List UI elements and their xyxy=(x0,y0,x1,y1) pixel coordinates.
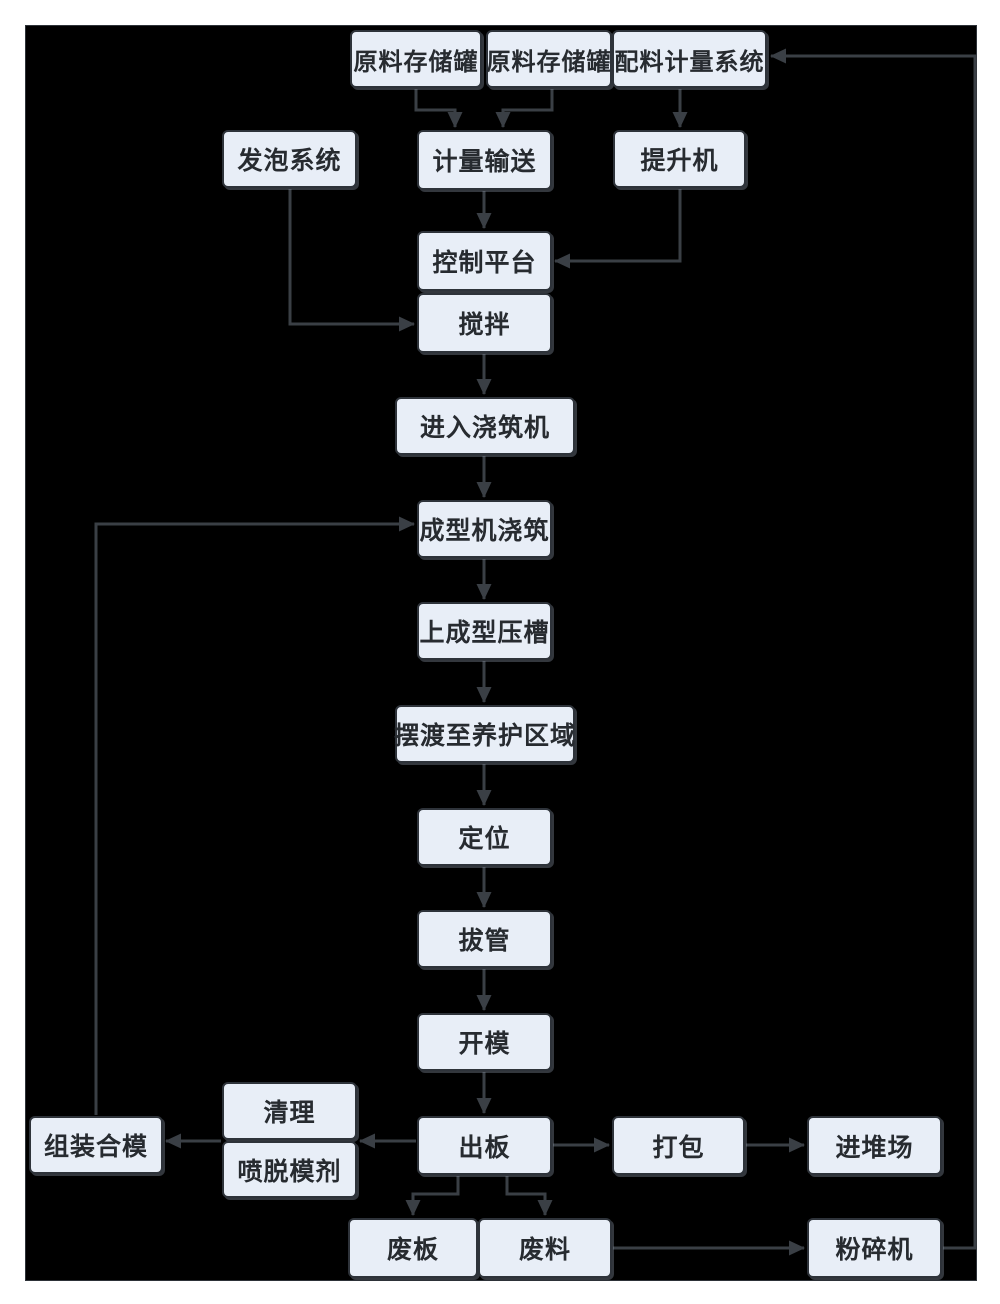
node-enter-casting-machine: 进入浇筑机 xyxy=(395,397,575,455)
node-forming-press-groove: 上成型压槽 xyxy=(417,602,552,660)
node-raw-material-tank-1: 原料存储罐 xyxy=(350,30,482,88)
node-spray-release-agent: 喷脱模剂 xyxy=(222,1141,357,1198)
node-forming-machine-casting: 成型机浇筑 xyxy=(417,500,552,558)
node-assembly-mold-closing: 组装合模 xyxy=(29,1116,163,1174)
node-waste-material: 废料 xyxy=(478,1218,612,1278)
node-control-platform: 控制平台 xyxy=(417,231,552,291)
node-stockyard: 进堆场 xyxy=(807,1116,942,1175)
node-board-out: 出板 xyxy=(417,1116,552,1175)
node-batching-metering-system: 配料计量系统 xyxy=(612,30,767,88)
node-hoist: 提升机 xyxy=(613,130,746,188)
node-mold-opening: 开模 xyxy=(417,1013,552,1071)
node-waste-board: 废板 xyxy=(348,1218,478,1278)
node-packing: 打包 xyxy=(612,1116,745,1175)
node-cleaning: 清理 xyxy=(222,1082,357,1140)
node-pipe-pulling: 拔管 xyxy=(417,910,552,968)
node-mixing: 搅拌 xyxy=(417,293,552,353)
node-metering-conveying: 计量输送 xyxy=(417,130,552,190)
node-raw-material-tank-2: 原料存储罐 xyxy=(486,30,612,88)
node-positioning: 定位 xyxy=(417,808,552,866)
node-ferry-to-curing-area: 摆渡至养护区域 xyxy=(394,705,575,763)
node-crusher: 粉碎机 xyxy=(807,1218,942,1278)
node-foaming-system: 发泡系统 xyxy=(222,130,357,188)
